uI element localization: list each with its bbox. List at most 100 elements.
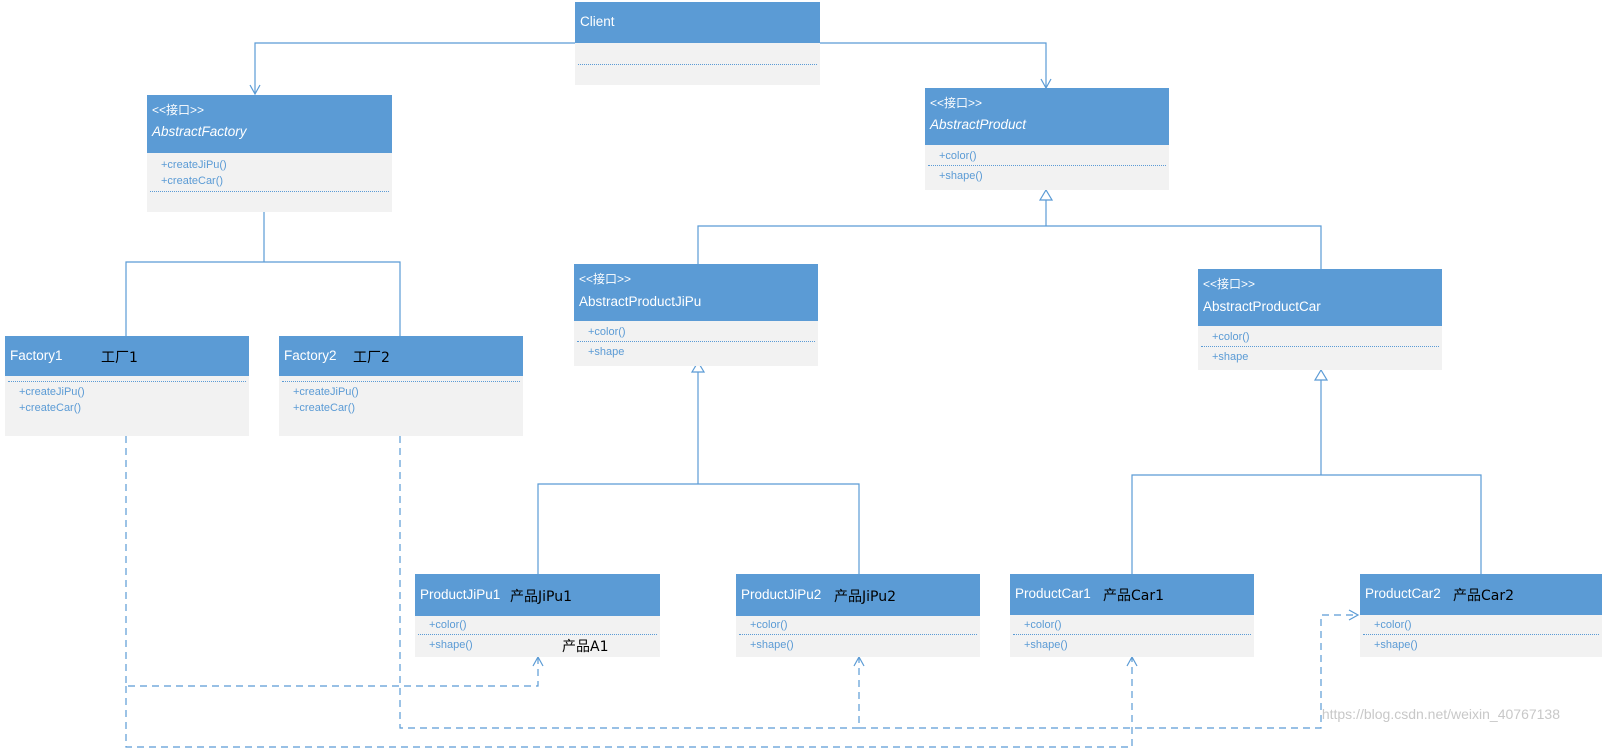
class-abstract-product-jipu: <<接口>> AbstractProductJiPu +color() +sha… [574,264,818,366]
class-body: +createJiPu() +createCar() [279,376,523,436]
productjipu2-realization-line [698,483,860,574]
productcar2-realization-line [1321,474,1482,574]
class-abstract-product-car: <<接口>> AbstractProductCar +color() +shap… [1198,269,1442,370]
method-item: +shape() [939,170,983,182]
productjipu1-realization-line [537,483,698,574]
member-divider [928,165,1166,166]
chinese-annotation: 工厂1 [101,350,138,366]
class-client: Client [575,2,820,85]
member-divider [578,64,817,65]
method-item: +shape [1212,351,1249,363]
method-item: +createJiPu() [19,386,85,398]
method-item: +createJiPu() [161,159,227,171]
method-item: +createCar() [161,175,224,187]
class-product-car2: ProductCar2 产品Car2 +color() +shape() [1360,574,1602,657]
stereotype-label: <<接口>> [1203,277,1256,291]
class-name: Factory2 [284,348,337,363]
member-divider [1013,634,1251,635]
factory1-realization-line [125,261,264,336]
class-header: ProductCar1 产品Car1 [1010,574,1254,615]
member-divider [418,634,657,635]
method-item: +shape() [429,639,473,651]
class-body: +createJiPu() +createCar() [147,153,392,212]
method-item: +color() [429,619,467,631]
class-name: AbstractProductCar [1203,299,1321,314]
class-name: ProductCar1 [1015,586,1091,601]
class-header: ProductJiPu1 产品JiPu1 [415,574,660,616]
class-header: ProductCar2 产品Car2 [1360,574,1602,615]
class-body: +color() +shape() [736,616,980,657]
class-body: +color() +shape() [1360,615,1602,657]
method-item: +shape [588,346,625,358]
class-header: Factory2 工厂2 [279,336,523,376]
class-body: +color() +shape [574,321,818,366]
class-body: +createJiPu() +createCar() [5,376,249,436]
member-divider [282,381,520,382]
chinese-annotation: 产品Car2 [1453,588,1515,604]
member-divider [150,191,389,192]
chinese-annotation: 产品JiPu1 [510,589,572,605]
method-item: +shape() [1024,639,1068,651]
class-name: Factory1 [10,348,63,363]
class-abstract-factory: <<接口>> AbstractFactory +createJiPu() +cr… [147,95,392,212]
member-divider [1201,346,1439,347]
class-factory1: Factory1 工厂1 +createJiPu() +createCar() [5,336,249,436]
client-to-abstractproduct-association [820,42,1052,90]
method-item: +shape() [1374,639,1418,651]
method-item: +color() [1212,331,1250,343]
factory1-to-productcar1-dependency [125,655,1138,748]
method-item: +color() [1024,619,1062,631]
method-item: +color() [939,150,977,162]
chinese-annotation: 产品Car1 [1103,588,1165,604]
method-item: +createCar() [19,402,82,414]
stereotype-label: <<接口>> [579,272,632,286]
class-abstract-product: <<接口>> AbstractProduct +color() +shape() [925,88,1169,190]
car-interface-realization-line [1046,225,1322,269]
factory1-to-productjipu1-dependency [125,436,544,687]
class-name: ProductJiPu2 [741,587,822,602]
factory2-realization-line [264,261,401,336]
stereotype-label: <<接口>> [930,96,983,110]
class-name: Client [580,14,615,29]
factory2-to-productcar2-dependency [859,609,1360,729]
class-header: Factory1 工厂1 [5,336,249,376]
class-body: +color() +shape() 产品A1 [415,616,660,657]
client-to-abstractfactory-association [249,42,575,96]
member-divider [577,341,815,342]
method-item: +createCar() [293,402,356,414]
class-product-car1: ProductCar1 产品Car1 +color() +shape() [1010,574,1254,657]
class-name: AbstractFactory [152,124,247,139]
class-header: <<接口>> AbstractProduct [925,88,1169,145]
method-item: +shape() [750,639,794,651]
member-divider [739,634,977,635]
method-item: +color() [588,326,626,338]
jipu-interface-realization-line [697,225,1046,264]
productcar1-realization-line [1131,474,1321,574]
class-name: ProductJiPu1 [420,587,501,602]
chinese-annotation: 产品JiPu2 [834,589,896,605]
class-factory2: Factory2 工厂2 +createJiPu() +createCar() [279,336,523,436]
factory2-to-productjipu2-dependency [399,436,865,729]
method-item: +color() [1374,619,1412,631]
class-product-jipu1: ProductJiPu1 产品JiPu1 +color() +shape() 产… [415,574,660,657]
member-divider [8,381,246,382]
class-header: <<接口>> AbstractProductJiPu [574,264,818,321]
method-item: +color() [750,619,788,631]
class-name: AbstractProductJiPu [579,294,702,309]
method-item: +createJiPu() [293,386,359,398]
chinese-annotation: 工厂2 [353,350,390,366]
class-name: ProductCar2 [1365,586,1441,601]
class-body: +color() +shape() [1010,615,1254,657]
stereotype-label: <<接口>> [152,103,205,117]
class-body: +color() +shape [1198,326,1442,370]
member-divider [1363,634,1599,635]
class-header: ProductJiPu2 产品JiPu2 [736,574,980,616]
class-name: AbstractProduct [930,117,1027,132]
class-product-jipu2: ProductJiPu2 产品JiPu2 +color() +shape() [736,574,980,657]
class-header: Client [575,2,820,43]
class-body [575,43,820,85]
watermark-url: https://blog.csdn.net/weixin_40767138 [1321,706,1560,722]
product-note: 产品A1 [562,639,609,655]
class-header: <<接口>> AbstractProductCar [1198,269,1442,326]
